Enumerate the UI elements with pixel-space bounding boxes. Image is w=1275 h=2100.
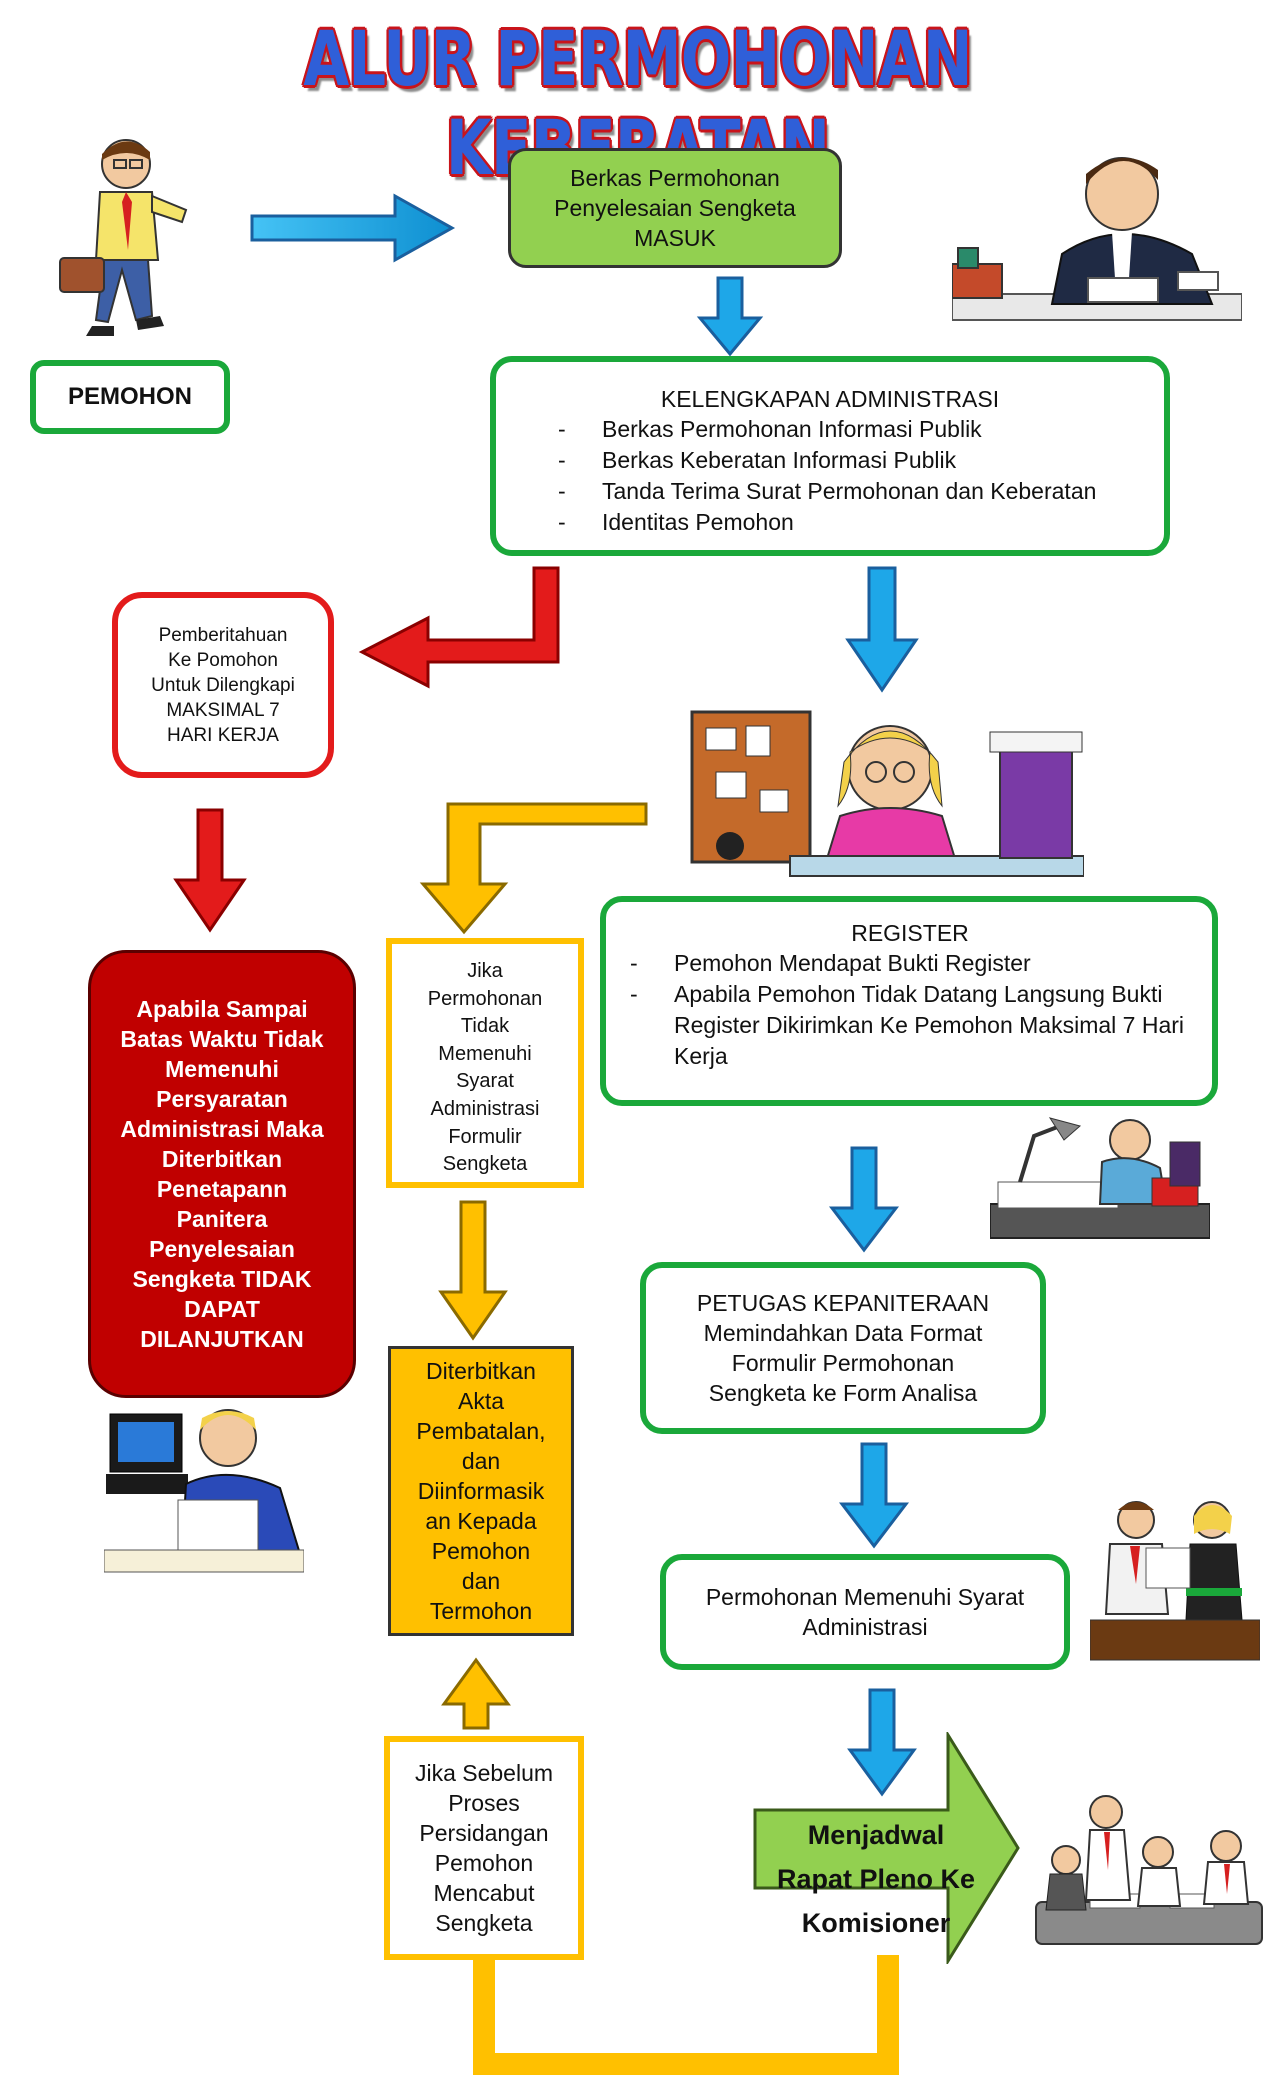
rapat-line: Rapat Pleno Ke — [776, 1864, 976, 1894]
pemohon-box: PEMOHON — [30, 360, 230, 434]
register-list: Pemohon Mendapat Bukti Register Apabila … — [628, 948, 1192, 1072]
arrow-berkas-to-kelengkapan — [696, 276, 764, 357]
jika-tidak-line: Tidak — [460, 1015, 510, 1038]
tidak-line: Penetapann — [156, 1176, 288, 1202]
pemberitahuan-line: Ke Pomohon — [168, 649, 278, 671]
petugas-line: Sengketa ke Form Analisa — [708, 1380, 978, 1406]
tidak-line: Penyelesaian — [149, 1236, 295, 1262]
arrow-memenuhi-to-rapat — [847, 1688, 917, 1797]
rapat-label: Menjadwal Rapat Pleno Ke Komisioner — [756, 1804, 996, 1954]
tidak-line: Administrasi Maka — [120, 1116, 324, 1142]
akta-line: Akta — [457, 1388, 505, 1414]
office-man-writing-clipart — [952, 157, 1242, 321]
man-lamp-desk-clipart — [990, 1117, 1210, 1239]
jika-tidak-line: Formulir — [448, 1125, 522, 1148]
pemberitahuan-line: HARI KERJA — [167, 724, 279, 746]
memenuhi-line: Administrasi — [802, 1614, 928, 1640]
petugas-line: Formulir Permohonan — [731, 1350, 955, 1376]
register-item: Pemohon Mendapat Bukti Register — [628, 948, 1192, 979]
kelengkapan-heading: KELENGKAPAN ADMINISTRASI — [660, 386, 1000, 412]
akta-line: Pembatalan, — [416, 1418, 546, 1444]
tidak-line: Memenuhi — [165, 1056, 279, 1082]
mencabut-line: Jika Sebelum — [414, 1760, 554, 1786]
petugas-box: PETUGAS KEPANITERAAN Memindahkan Data Fo… — [640, 1262, 1046, 1434]
arrow-kelengkapan-to-pemberitahuan — [358, 566, 560, 689]
jika-tidak-line: Syarat — [456, 1070, 514, 1093]
jika-tidak-line: Administrasi — [430, 1097, 540, 1120]
arrow-pemohon-to-berkas — [250, 193, 456, 263]
tidak-line: Panitera — [176, 1206, 268, 1232]
page-title: ALUR PERMOHONAN KEBERATAN — [303, 14, 972, 192]
kelengkapan-list: Berkas Permohonan Informasi Publik Berka… — [556, 414, 1144, 538]
tidak-line: Batas Waktu Tidak — [120, 1026, 324, 1052]
akta-line: Termohon — [429, 1598, 533, 1624]
kelengkapan-item: Tanda Terima Surat Permohonan dan Kebera… — [556, 476, 1144, 507]
akta-line: Diterbitkan — [426, 1358, 536, 1384]
arrow-register-to-petugas — [828, 1146, 900, 1253]
berkas-line: MASUK — [634, 225, 716, 251]
rapat-line: Komisioner — [801, 1908, 951, 1938]
jika-tidak-line: Jika — [467, 960, 503, 982]
akta-line: Pemohon — [431, 1538, 531, 1564]
memenuhi-box: Permohonan Memenuhi Syarat Administrasi — [660, 1554, 1070, 1670]
tidak-dilanjutkan-box: Apabila Sampai Batas Waktu Tidak Memenuh… — [88, 950, 356, 1398]
meeting-group-clipart — [1035, 1795, 1263, 1945]
pemberitahuan-line: MAKSIMAL 7 — [166, 699, 280, 721]
arrow-register-to-jika-tidak — [419, 802, 648, 935]
mencabut-box: Jika Sebelum Proses Persidangan Pemohon … — [384, 1736, 584, 1960]
berkas-masuk-box: Berkas Permohonan Penyelesaian Sengketa … — [508, 148, 842, 268]
akta-line: an Kepada — [425, 1508, 537, 1534]
petugas-line: Memindahkan Data Format — [703, 1320, 983, 1346]
jika-tidak-line: Sengketa — [442, 1153, 528, 1176]
akta-line: Diinformasik — [417, 1478, 545, 1504]
register-box: REGISTER Pemohon Mendapat Bukti Register… — [600, 896, 1218, 1106]
tidak-line: Apabila Sampai — [136, 996, 308, 1022]
arrow-jika-tidak-to-akta — [438, 1200, 508, 1341]
yellow-loop-connector — [473, 1955, 899, 2075]
pemberitahuan-line: Untuk Dilengkapi — [151, 674, 295, 696]
tidak-line: DILANJUTKAN — [140, 1326, 304, 1352]
berkas-line: Penyelesaian Sengketa — [554, 195, 796, 221]
mencabut-line: Mencabut — [433, 1880, 535, 1906]
mencabut-line: Proses — [448, 1790, 520, 1816]
walking-man-clipart — [59, 139, 188, 336]
kelengkapan-item: Identitas Pemohon — [556, 507, 1144, 538]
arrow-kelengkapan-to-register — [845, 566, 919, 693]
jika-tidak-line: Memenuhi — [438, 1042, 532, 1065]
akta-line: dan — [461, 1568, 501, 1594]
jika-tidak-box: Jika Permohonan Tidak Memenuhi Syarat Ad… — [386, 938, 584, 1188]
arrow-mencabut-up — [441, 1657, 511, 1730]
pemberitahuan-box: Pemberitahuan Ke Pomohon Untuk Dilengkap… — [112, 592, 334, 778]
jika-tidak-line: Permohonan — [427, 987, 543, 1010]
petugas-line: PETUGAS KEPANITERAAN — [696, 1290, 990, 1316]
tidak-line: Persyaratan — [156, 1086, 288, 1112]
register-item: Apabila Pemohon Tidak Datang Langsung Bu… — [628, 979, 1192, 1072]
memenuhi-line: Permohonan Memenuhi Syarat — [705, 1584, 1025, 1610]
tidak-line: Sengketa TIDAK — [132, 1266, 312, 1292]
rapat-line: Menjadwal — [807, 1820, 945, 1850]
pemohon-label: PEMOHON — [67, 383, 192, 410]
akta-box: Diterbitkan Akta Pembatalan, dan Diinfor… — [388, 1346, 574, 1636]
rapat-arrow-shape — [753, 1732, 1020, 1964]
arrow-petugas-to-memenuhi — [838, 1442, 910, 1549]
arrow-pemberitahuan-to-tidak — [173, 808, 247, 933]
tidak-line: DAPAT — [184, 1296, 260, 1322]
kelengkapan-box: KELENGKAPAN ADMINISTRASI Berkas Permohon… — [490, 356, 1170, 556]
mencabut-line: Sengketa — [435, 1910, 533, 1936]
man-computer-clipart — [104, 1409, 304, 1573]
tidak-line: Diterbitkan — [161, 1146, 283, 1172]
kelengkapan-item: Berkas Keberatan Informasi Publik — [556, 445, 1144, 476]
berkas-line: Berkas Permohonan — [570, 165, 780, 191]
pemberitahuan-line: Pemberitahuan — [158, 624, 288, 646]
two-people-paper-clipart — [1090, 1501, 1260, 1661]
woman-desk-clipart — [690, 710, 1084, 877]
mencabut-line: Persidangan — [419, 1820, 549, 1846]
akta-line: dan — [461, 1448, 501, 1474]
kelengkapan-item: Berkas Permohonan Informasi Publik — [556, 414, 1144, 445]
mencabut-line: Pemohon — [434, 1850, 534, 1876]
register-heading: REGISTER — [851, 920, 969, 946]
